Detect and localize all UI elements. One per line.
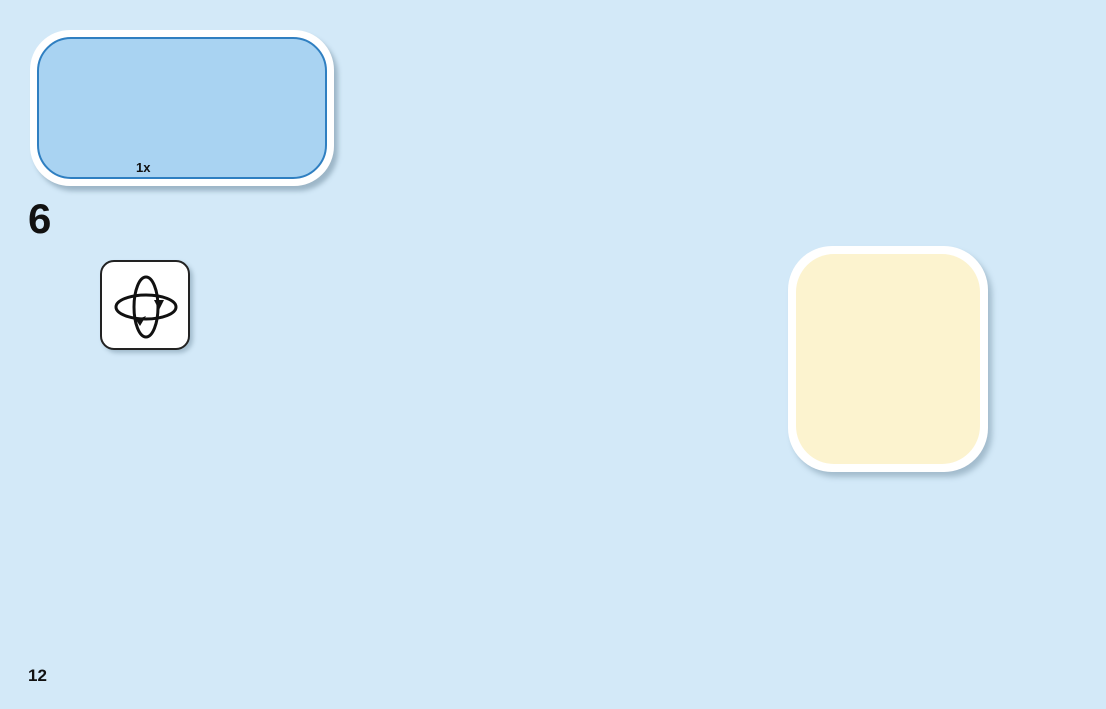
- part-quantity: 1x: [136, 160, 151, 175]
- step-number: 6: [28, 195, 52, 242]
- page-number: 12: [28, 666, 47, 685]
- rotate-arrows-icon: [114, 275, 178, 339]
- rotate-model-icon: [100, 260, 190, 350]
